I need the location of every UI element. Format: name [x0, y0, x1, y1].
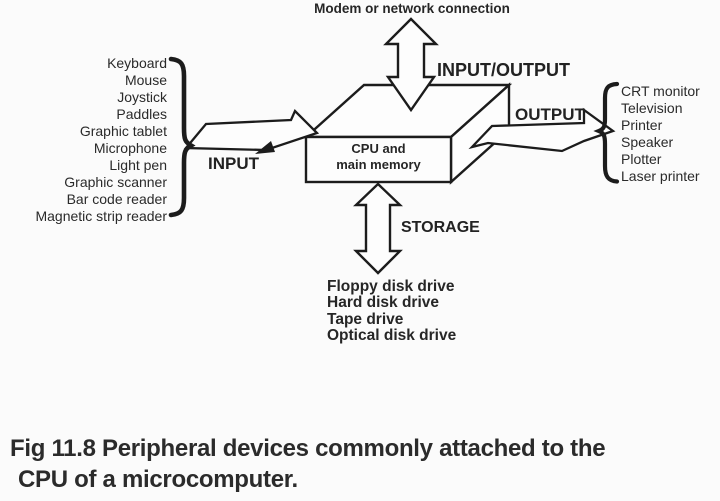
- figure-caption-line1: Fig 11.8 Peripheral devices commonly att…: [10, 435, 606, 462]
- input-label: INPUT: [208, 154, 259, 173]
- list-item: Graphic scanner: [64, 174, 167, 190]
- right-brace: [593, 81, 620, 184]
- list-item: Plotter: [621, 151, 662, 167]
- list-item: Keyboard: [107, 55, 167, 71]
- output-devices-list: CRT monitor Television Printer Speaker P…: [621, 83, 700, 185]
- input-arrow-tip: [255, 141, 275, 154]
- storage-label: STORAGE: [401, 219, 480, 236]
- storage-double-arrow: [353, 182, 403, 275]
- list-item: Hard disk drive: [327, 294, 439, 312]
- figure-caption: Fig 11.8 Peripheral devices commonly att…: [10, 433, 606, 495]
- list-item: Joystick: [117, 89, 167, 105]
- input-bolt-arrow: [183, 109, 320, 152]
- list-item: Graphic tablet: [79, 123, 167, 139]
- list-item: Tape drive: [327, 310, 404, 328]
- cpu-box-front-face: [304, 135, 453, 184]
- list-item: Floppy disk drive: [327, 278, 455, 295]
- list-item: Optical disk drive: [327, 326, 457, 344]
- output-label: OUTPUT: [515, 105, 585, 124]
- cpu-box-label-line2: main memory: [336, 157, 421, 172]
- modem-connection-label: Modem or network connection: [314, 1, 510, 16]
- input-output-label: INPUT/OUTPUT: [437, 60, 570, 80]
- left-brace: [168, 56, 196, 218]
- list-item: Light pen: [109, 157, 167, 173]
- input-devices-list: Keyboard Mouse Joystick Paddles Graphic …: [0, 55, 167, 225]
- list-item: Bar code reader: [66, 191, 167, 207]
- list-item: CRT monitor: [621, 83, 700, 99]
- cpu-box-label: CPU and main memory: [306, 141, 451, 173]
- list-item: Laser printer: [621, 168, 700, 184]
- output-bolt-arrow: [468, 107, 616, 153]
- list-item: Mouse: [124, 72, 167, 88]
- list-item: Paddles: [116, 106, 167, 122]
- list-item: Speaker: [621, 134, 674, 150]
- list-item: Printer: [621, 117, 663, 133]
- list-item: Magnetic strip reader: [35, 208, 167, 224]
- storage-devices-list: Floppy disk drive Hard disk drive Tape d…: [327, 278, 457, 344]
- io-double-arrow: [383, 17, 439, 113]
- list-item: Microphone: [93, 140, 167, 156]
- cpu-box-label-line1: CPU and: [351, 141, 406, 156]
- list-item: Television: [621, 100, 683, 116]
- figure-caption-line2: CPU of a microcomputer.: [18, 466, 298, 493]
